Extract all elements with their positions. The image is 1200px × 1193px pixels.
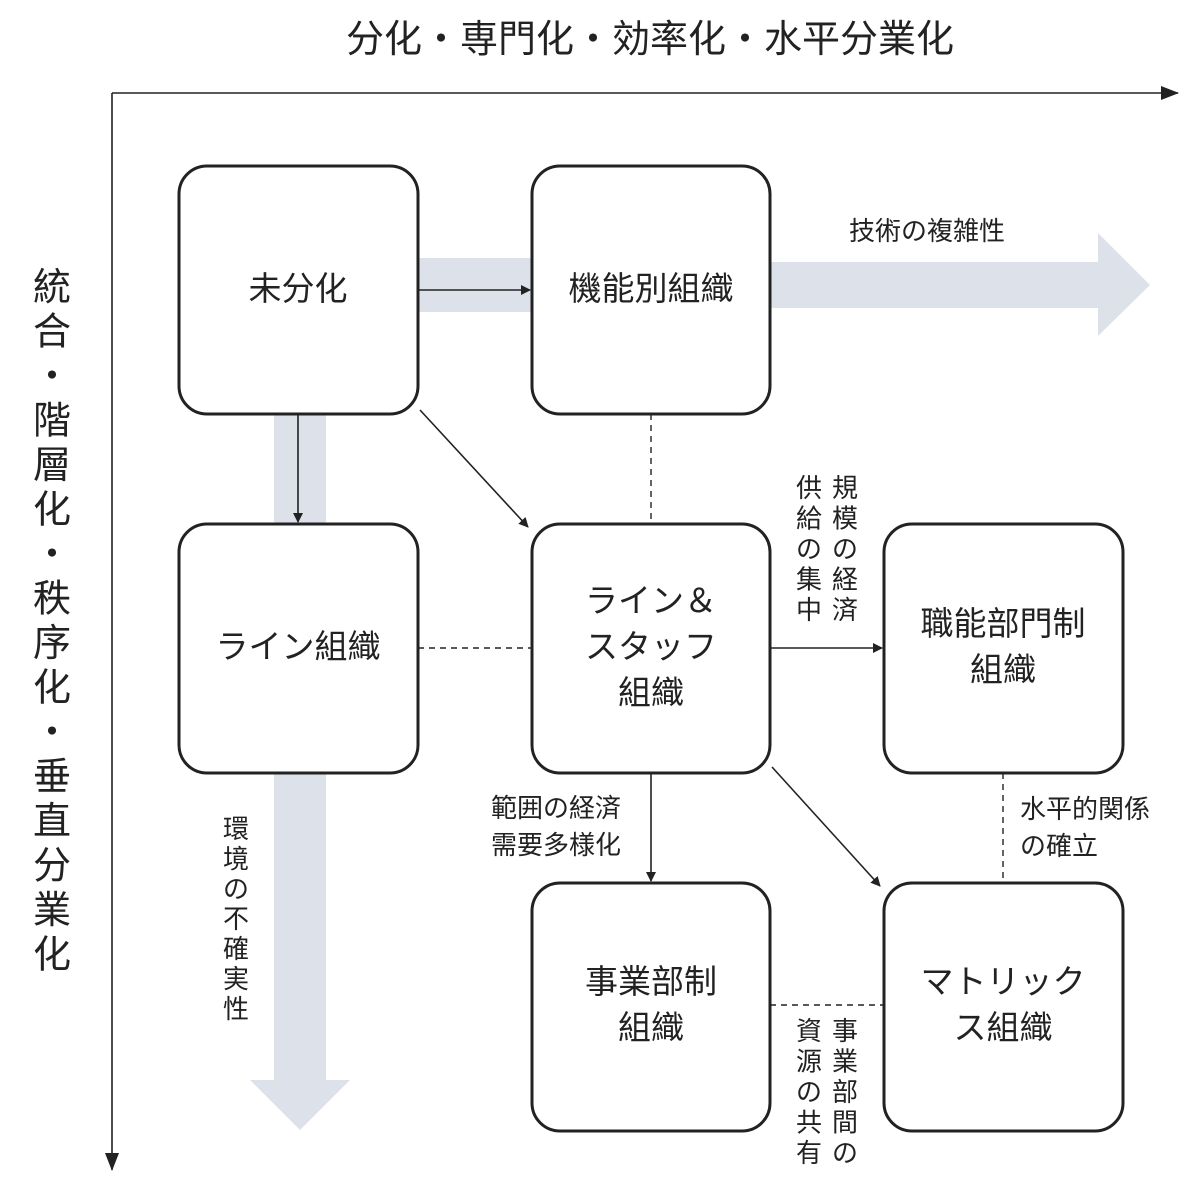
horizontal-axis-title: 分化・専門化・効率化・水平分業化 [346,17,954,61]
node-undifferentiated [177,164,420,416]
label-matrix-1: マトリック [921,962,1086,1001]
annotation-horizontal-relation-1: 水平的関係 [1020,795,1150,825]
node-functional-org [530,164,772,416]
annotation-inter-division: 事業部間の [832,1017,858,1169]
vertical-axis-title: 統合・階層化・秩序化・垂直分業化 [33,265,71,977]
arrow-undiff-to-linestaff [419,409,529,528]
label-line-org: ライン組織 [216,627,381,666]
node-line-org [177,522,420,775]
label-functional-dept-1: 職能部門制 [921,604,1086,643]
label-line-staff-3: 組織 [618,673,684,712]
annotation-scale-economy: 規模の経済 [832,474,858,626]
annotation-supply-concentration: 供給の集中 [796,474,822,626]
node-matrix-org [882,881,1125,1133]
label-line-staff-2: スタッフ [585,627,717,666]
label-divisional-2: 組織 [618,1008,684,1047]
label-functional-dept-2: 組織 [970,650,1036,689]
annotation-horizontal-relation-2: の確立 [1020,832,1098,862]
band-undiff-to-functional [418,258,532,312]
annotation-tech-complexity: 技術の複雑性 [849,217,1005,247]
label-divisional-1: 事業部制 [585,962,717,1001]
tech-complexity-band-arrow [770,233,1150,336]
label-line-staff-1: ライン＆ [585,581,717,620]
node-divisional-org [530,881,772,1133]
annotation-scope-economy-2: 需要多様化 [491,831,621,861]
label-undifferentiated: 未分化 [249,269,348,308]
node-line-staff-org [530,522,772,775]
annotation-scope-economy-1: 範囲の経済 [491,794,621,824]
node-functional-dept-org [882,522,1125,775]
arrow-linestaff-to-matrix [771,766,881,887]
label-functional-org: 機能別組織 [569,269,734,308]
label-matrix-2: ス組織 [954,1008,1053,1047]
annotation-env-uncertainty: 環境の不確実性 [223,815,249,1025]
annotation-resource-sharing: 資源の共有 [796,1017,822,1169]
